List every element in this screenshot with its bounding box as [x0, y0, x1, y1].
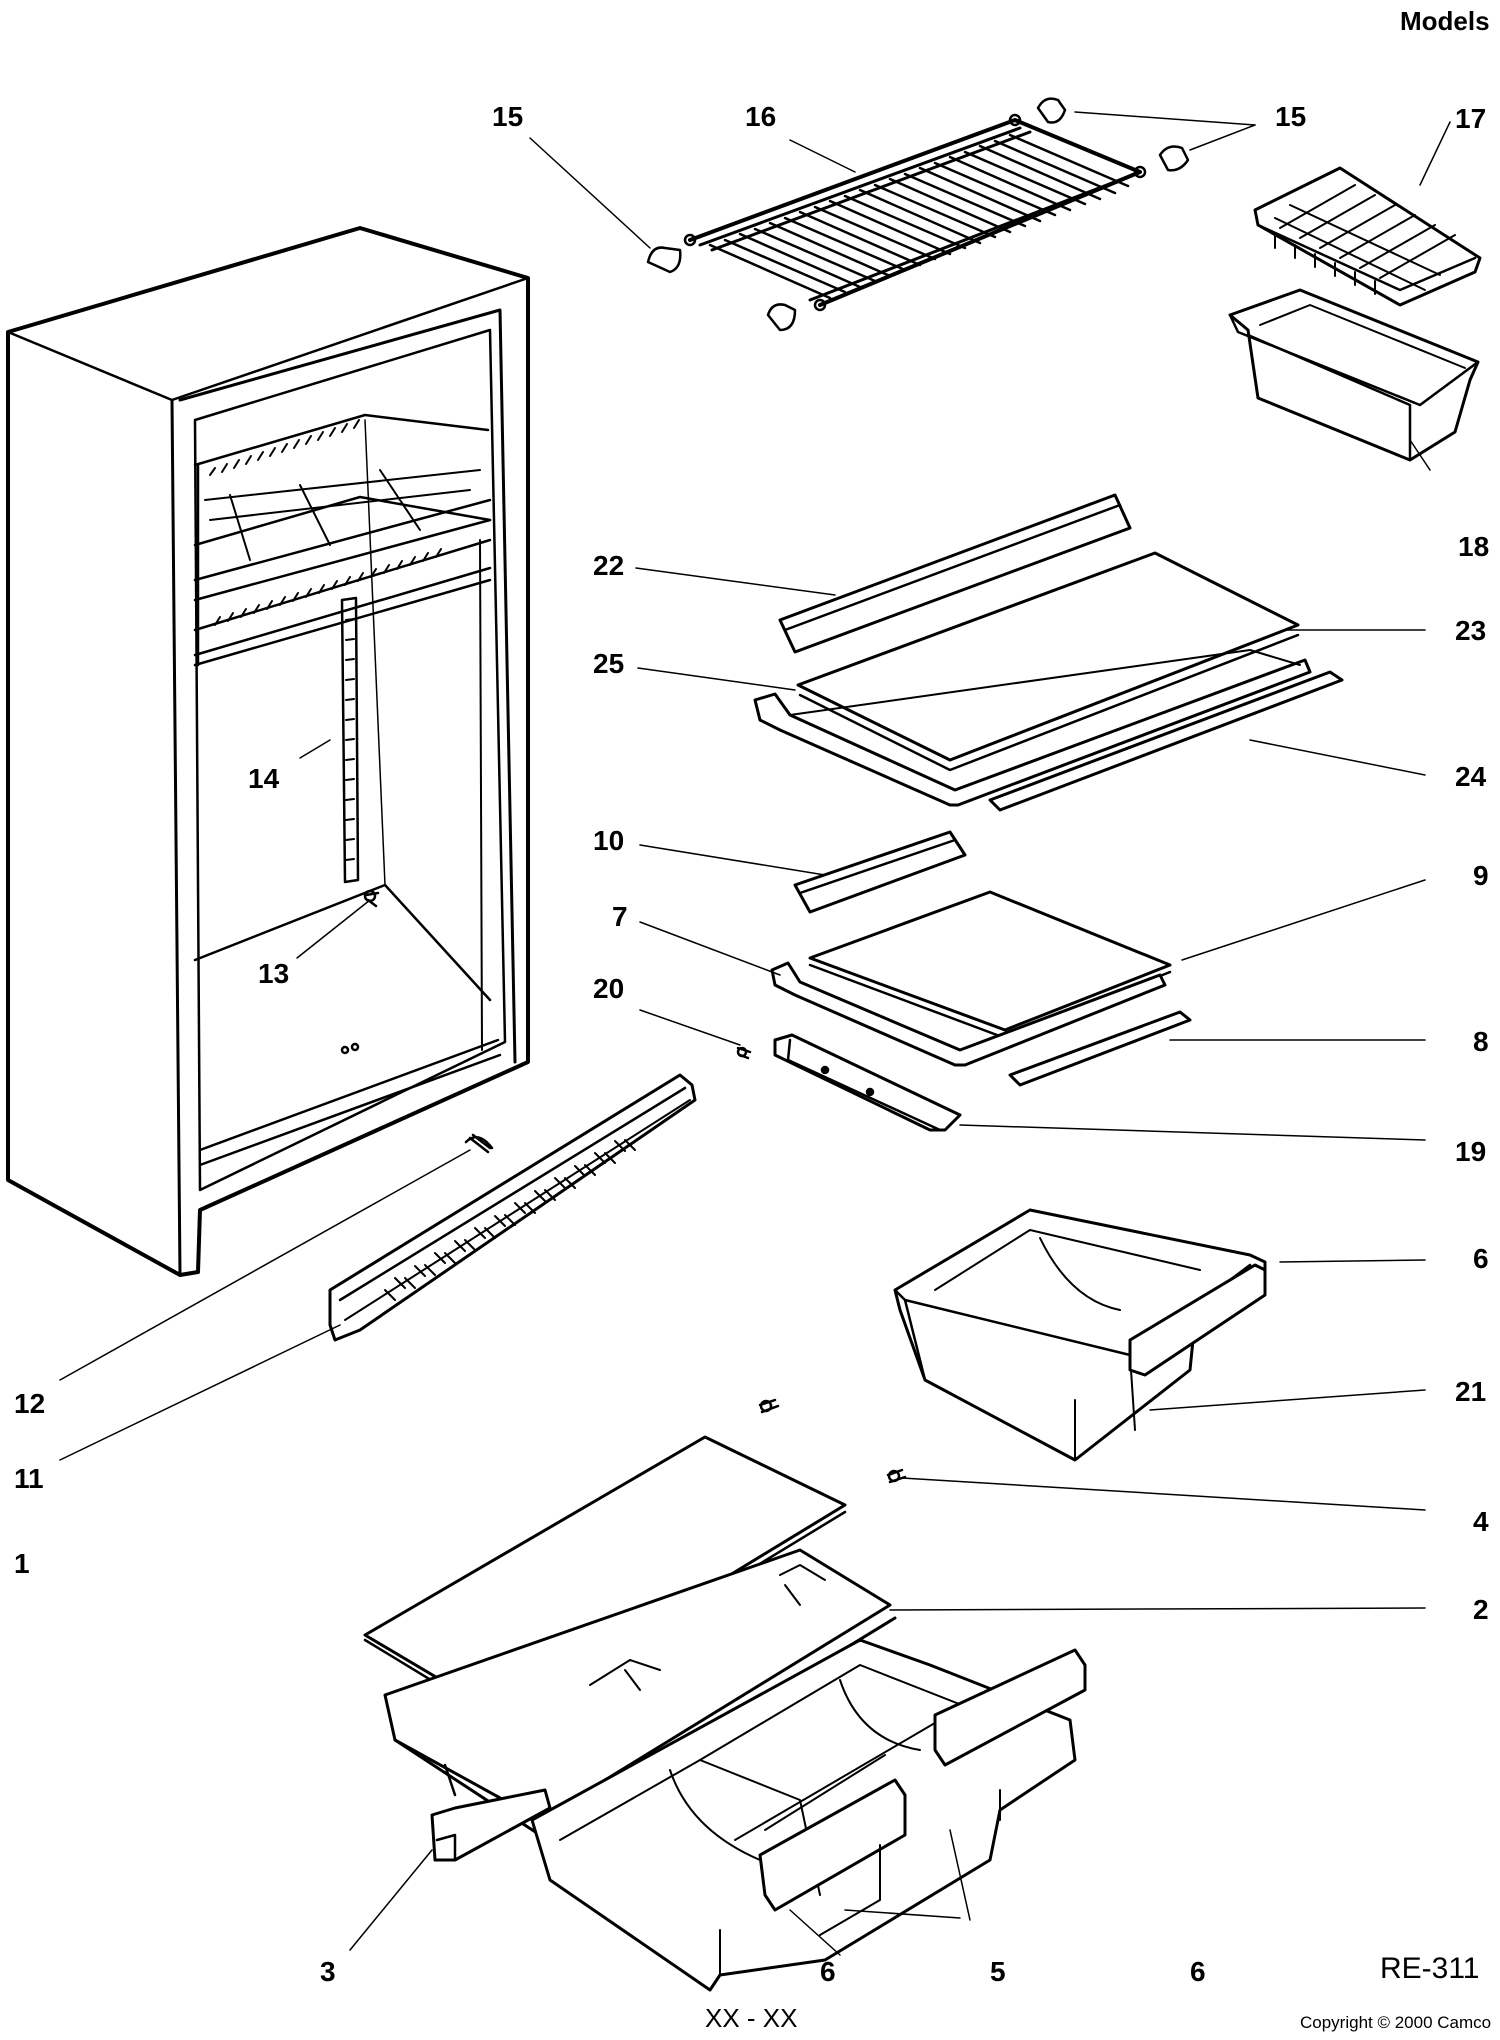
- upper-glass-shelf-assembly: [753, 493, 1344, 812]
- callout-5: 5: [990, 1956, 1006, 1987]
- callout-17: 17: [1455, 103, 1487, 134]
- callout-20: 20: [593, 973, 625, 1004]
- callout-23: 23: [1455, 615, 1487, 646]
- callout-21: 21: [1455, 1376, 1487, 1407]
- callout-4: 4: [1473, 1506, 1489, 1537]
- callout-13: 13: [258, 958, 290, 989]
- callout-6-drawer: 6: [820, 1956, 836, 1987]
- callout-11: 11: [14, 1463, 44, 1494]
- leader-lines: [59, 111, 1451, 1956]
- callout-15-left: 15: [492, 101, 524, 132]
- callout-2: 2: [1473, 1594, 1489, 1625]
- callout-18: 18: [1458, 531, 1490, 562]
- callout-12: 12: [14, 1388, 46, 1419]
- callout-22: 22: [593, 550, 625, 581]
- callout-24: 24: [1455, 761, 1487, 792]
- page-header-models: Models: [1400, 6, 1490, 36]
- callout-9: 9: [1473, 860, 1489, 891]
- lower-crisper-assembly: [363, 1435, 1087, 1992]
- callout-6-crisper: 6: [1473, 1243, 1489, 1274]
- crisper-drawer: [893, 1208, 1267, 1462]
- lower-glass-shelf-assembly: [736, 830, 1192, 1132]
- callout-7: 7: [612, 901, 628, 932]
- ice-tray: [1253, 166, 1482, 307]
- footer-model-code: XX - XX: [705, 2003, 798, 2033]
- ice-bin: [1228, 288, 1480, 462]
- callout-25: 25: [593, 648, 625, 679]
- callout-14: 14: [248, 763, 280, 794]
- callout-16: 16: [745, 101, 777, 132]
- callout-3: 3: [320, 1956, 336, 1987]
- shelf-supports: [646, 97, 1190, 332]
- callout-1: 1: [14, 1548, 30, 1579]
- wire-shelf: [683, 113, 1147, 312]
- callout-6-bottom: 6: [1190, 1956, 1206, 1987]
- pins: [758, 1398, 907, 1484]
- callout-8: 8: [1473, 1026, 1489, 1057]
- diagram-reference-code: RE-311: [1380, 1952, 1480, 1985]
- refrigerator-cabinet: [6, 226, 530, 1277]
- copyright-notice: Copyright © 2000 Camco: [1300, 2013, 1492, 2032]
- toe-grille: [328, 1073, 697, 1342]
- callout-19: 19: [1455, 1136, 1487, 1167]
- callout-10: 10: [593, 825, 625, 856]
- callout-15-right: 15: [1275, 101, 1307, 132]
